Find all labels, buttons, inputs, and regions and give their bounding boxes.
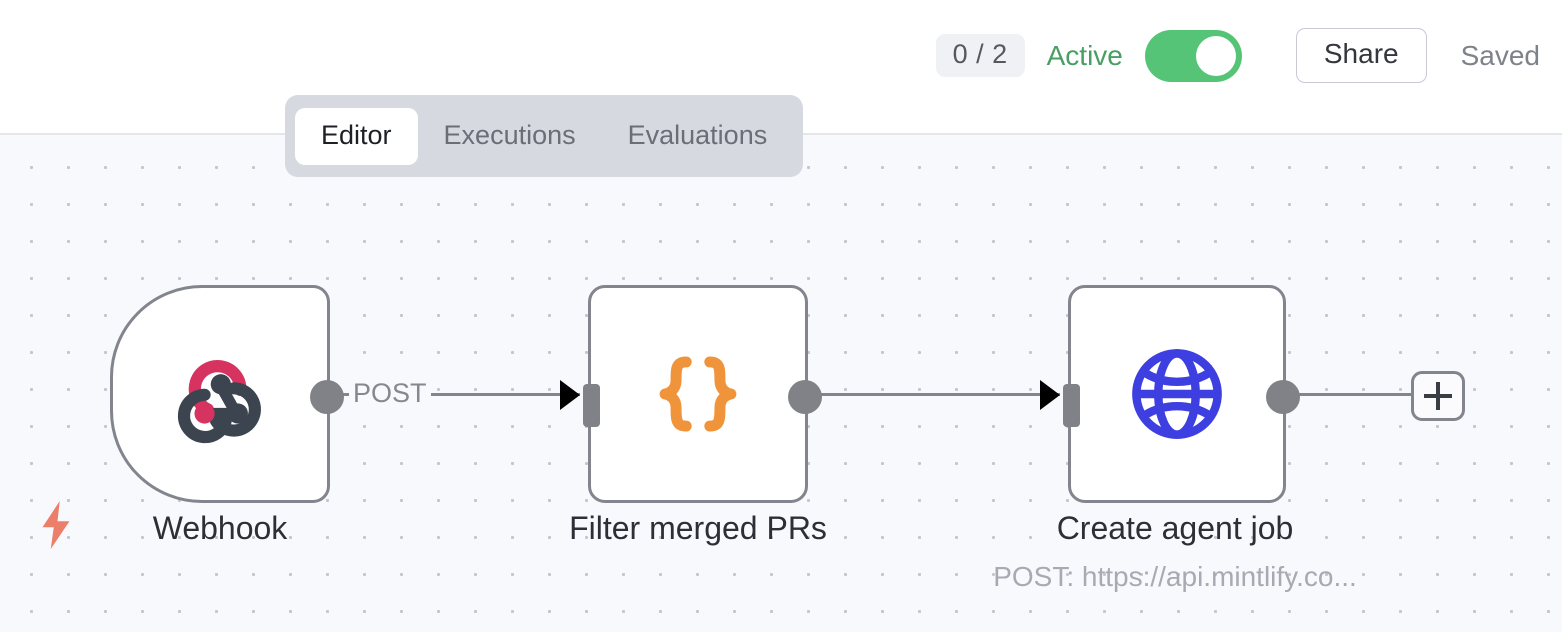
code-braces-icon xyxy=(591,288,805,500)
tab-editor[interactable]: Editor xyxy=(295,107,418,165)
saved-status-label: Saved xyxy=(1460,39,1540,71)
trigger-bolt-icon xyxy=(38,499,74,551)
toggle-knob xyxy=(1195,35,1236,76)
plus-icon-horizontal xyxy=(1424,394,1452,398)
node-label-webhook: Webhook xyxy=(152,510,288,546)
globe-icon xyxy=(1071,288,1283,500)
active-status-label: Active xyxy=(1046,39,1123,71)
connection-filter-to-http[interactable] xyxy=(812,393,1060,397)
header-actions: 0 / 2 Active Share Saved xyxy=(935,28,1540,83)
execution-count-badge: 0 / 2 xyxy=(935,34,1025,77)
connection-webhook-to-filter[interactable] xyxy=(334,393,580,397)
http-input-port[interactable] xyxy=(1063,384,1080,427)
http-output-port[interactable] xyxy=(1266,380,1300,414)
connection-http-to-add[interactable] xyxy=(1290,393,1414,397)
connection-label-post: POST xyxy=(349,380,431,407)
node-filter-merged-prs[interactable] xyxy=(583,285,822,503)
view-tabs: Editor Executions Evaluations xyxy=(285,95,804,177)
node-label-create-agent-job: Create agent job xyxy=(1056,510,1294,546)
arrowhead-to-filter xyxy=(560,380,580,410)
webhook-output-port[interactable] xyxy=(310,380,344,414)
tab-executions[interactable]: Executions xyxy=(443,119,576,150)
arrowhead-to-http xyxy=(1040,380,1060,410)
workflow-canvas[interactable]: Webhook POST Filter merged PRs xyxy=(0,133,1562,632)
node-label-filter-merged-prs: Filter merged PRs xyxy=(569,510,827,546)
share-button[interactable]: Share xyxy=(1295,28,1427,83)
active-toggle-switch[interactable] xyxy=(1144,29,1242,82)
add-node-button[interactable] xyxy=(1411,371,1465,421)
node-subtitle-create-agent-job: POST: https://api.mintlify.co... xyxy=(993,561,1357,592)
node-webhook[interactable] xyxy=(110,285,344,503)
filter-output-port[interactable] xyxy=(788,380,822,414)
tab-evaluations[interactable]: Evaluations xyxy=(627,119,768,150)
node-create-agent-job[interactable] xyxy=(1063,285,1300,503)
webhook-icon xyxy=(113,288,327,500)
filter-input-port[interactable] xyxy=(583,384,600,427)
